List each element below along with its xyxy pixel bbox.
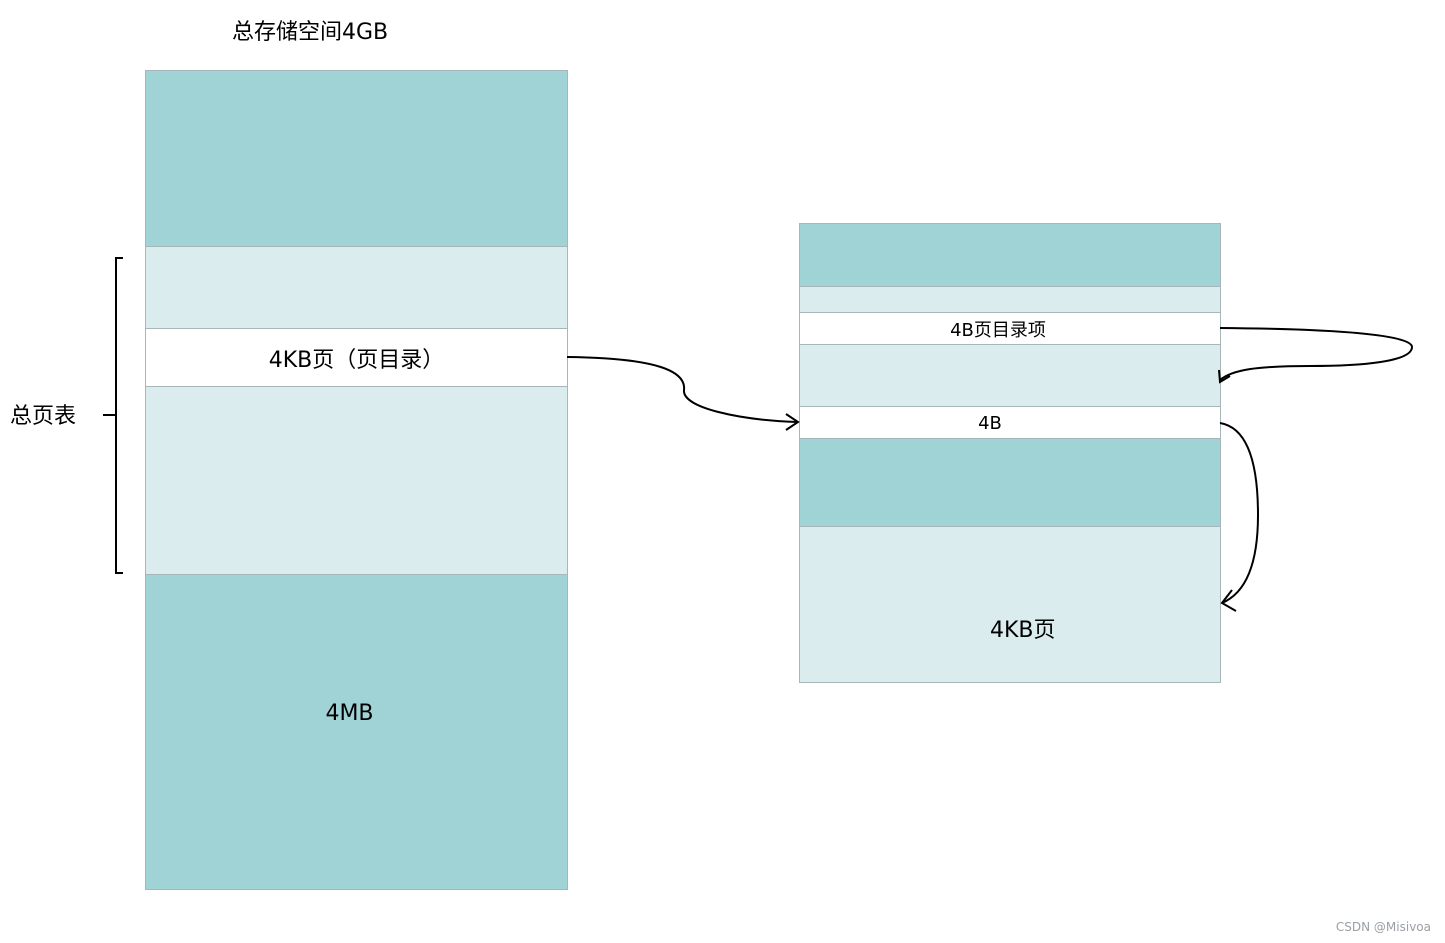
byte-to-page-arrow [1219, 422, 1260, 612]
bottom-size-label: 4MB [325, 700, 374, 726]
right-middle-light-block [799, 344, 1221, 408]
page-directory-block: 4KB页（页目录） [145, 328, 568, 388]
four-byte-block: 4B [799, 406, 1221, 440]
left-upper-light-block [145, 246, 568, 330]
page-directory-label: 4KB页（页目录） [268, 348, 445, 373]
four-byte-label: 4B [978, 412, 1002, 434]
directory-entry-block: 4B页目录项 [799, 312, 1221, 346]
watermark: CSDN @Misivoa [1335, 920, 1431, 934]
right-lower-dark-block [799, 438, 1221, 528]
right-top-block [799, 223, 1221, 288]
diagram-title: 总存储空间4GB [232, 20, 389, 45]
page-table-bracket [103, 257, 123, 574]
left-bottom-block: 4MB [145, 574, 568, 890]
right-page-block: 4KB页 [799, 526, 1221, 683]
page-label: 4KB页 [990, 618, 1056, 643]
left-lower-light-block [145, 386, 568, 576]
entry-loop-arrow [1218, 327, 1414, 384]
left-top-block [145, 70, 568, 248]
total-page-table-label: 总页表 [10, 404, 77, 429]
directory-to-entry-arrow [566, 356, 800, 431]
directory-entry-label: 4B页目录项 [950, 320, 1046, 341]
right-thin-light-block [799, 286, 1221, 314]
